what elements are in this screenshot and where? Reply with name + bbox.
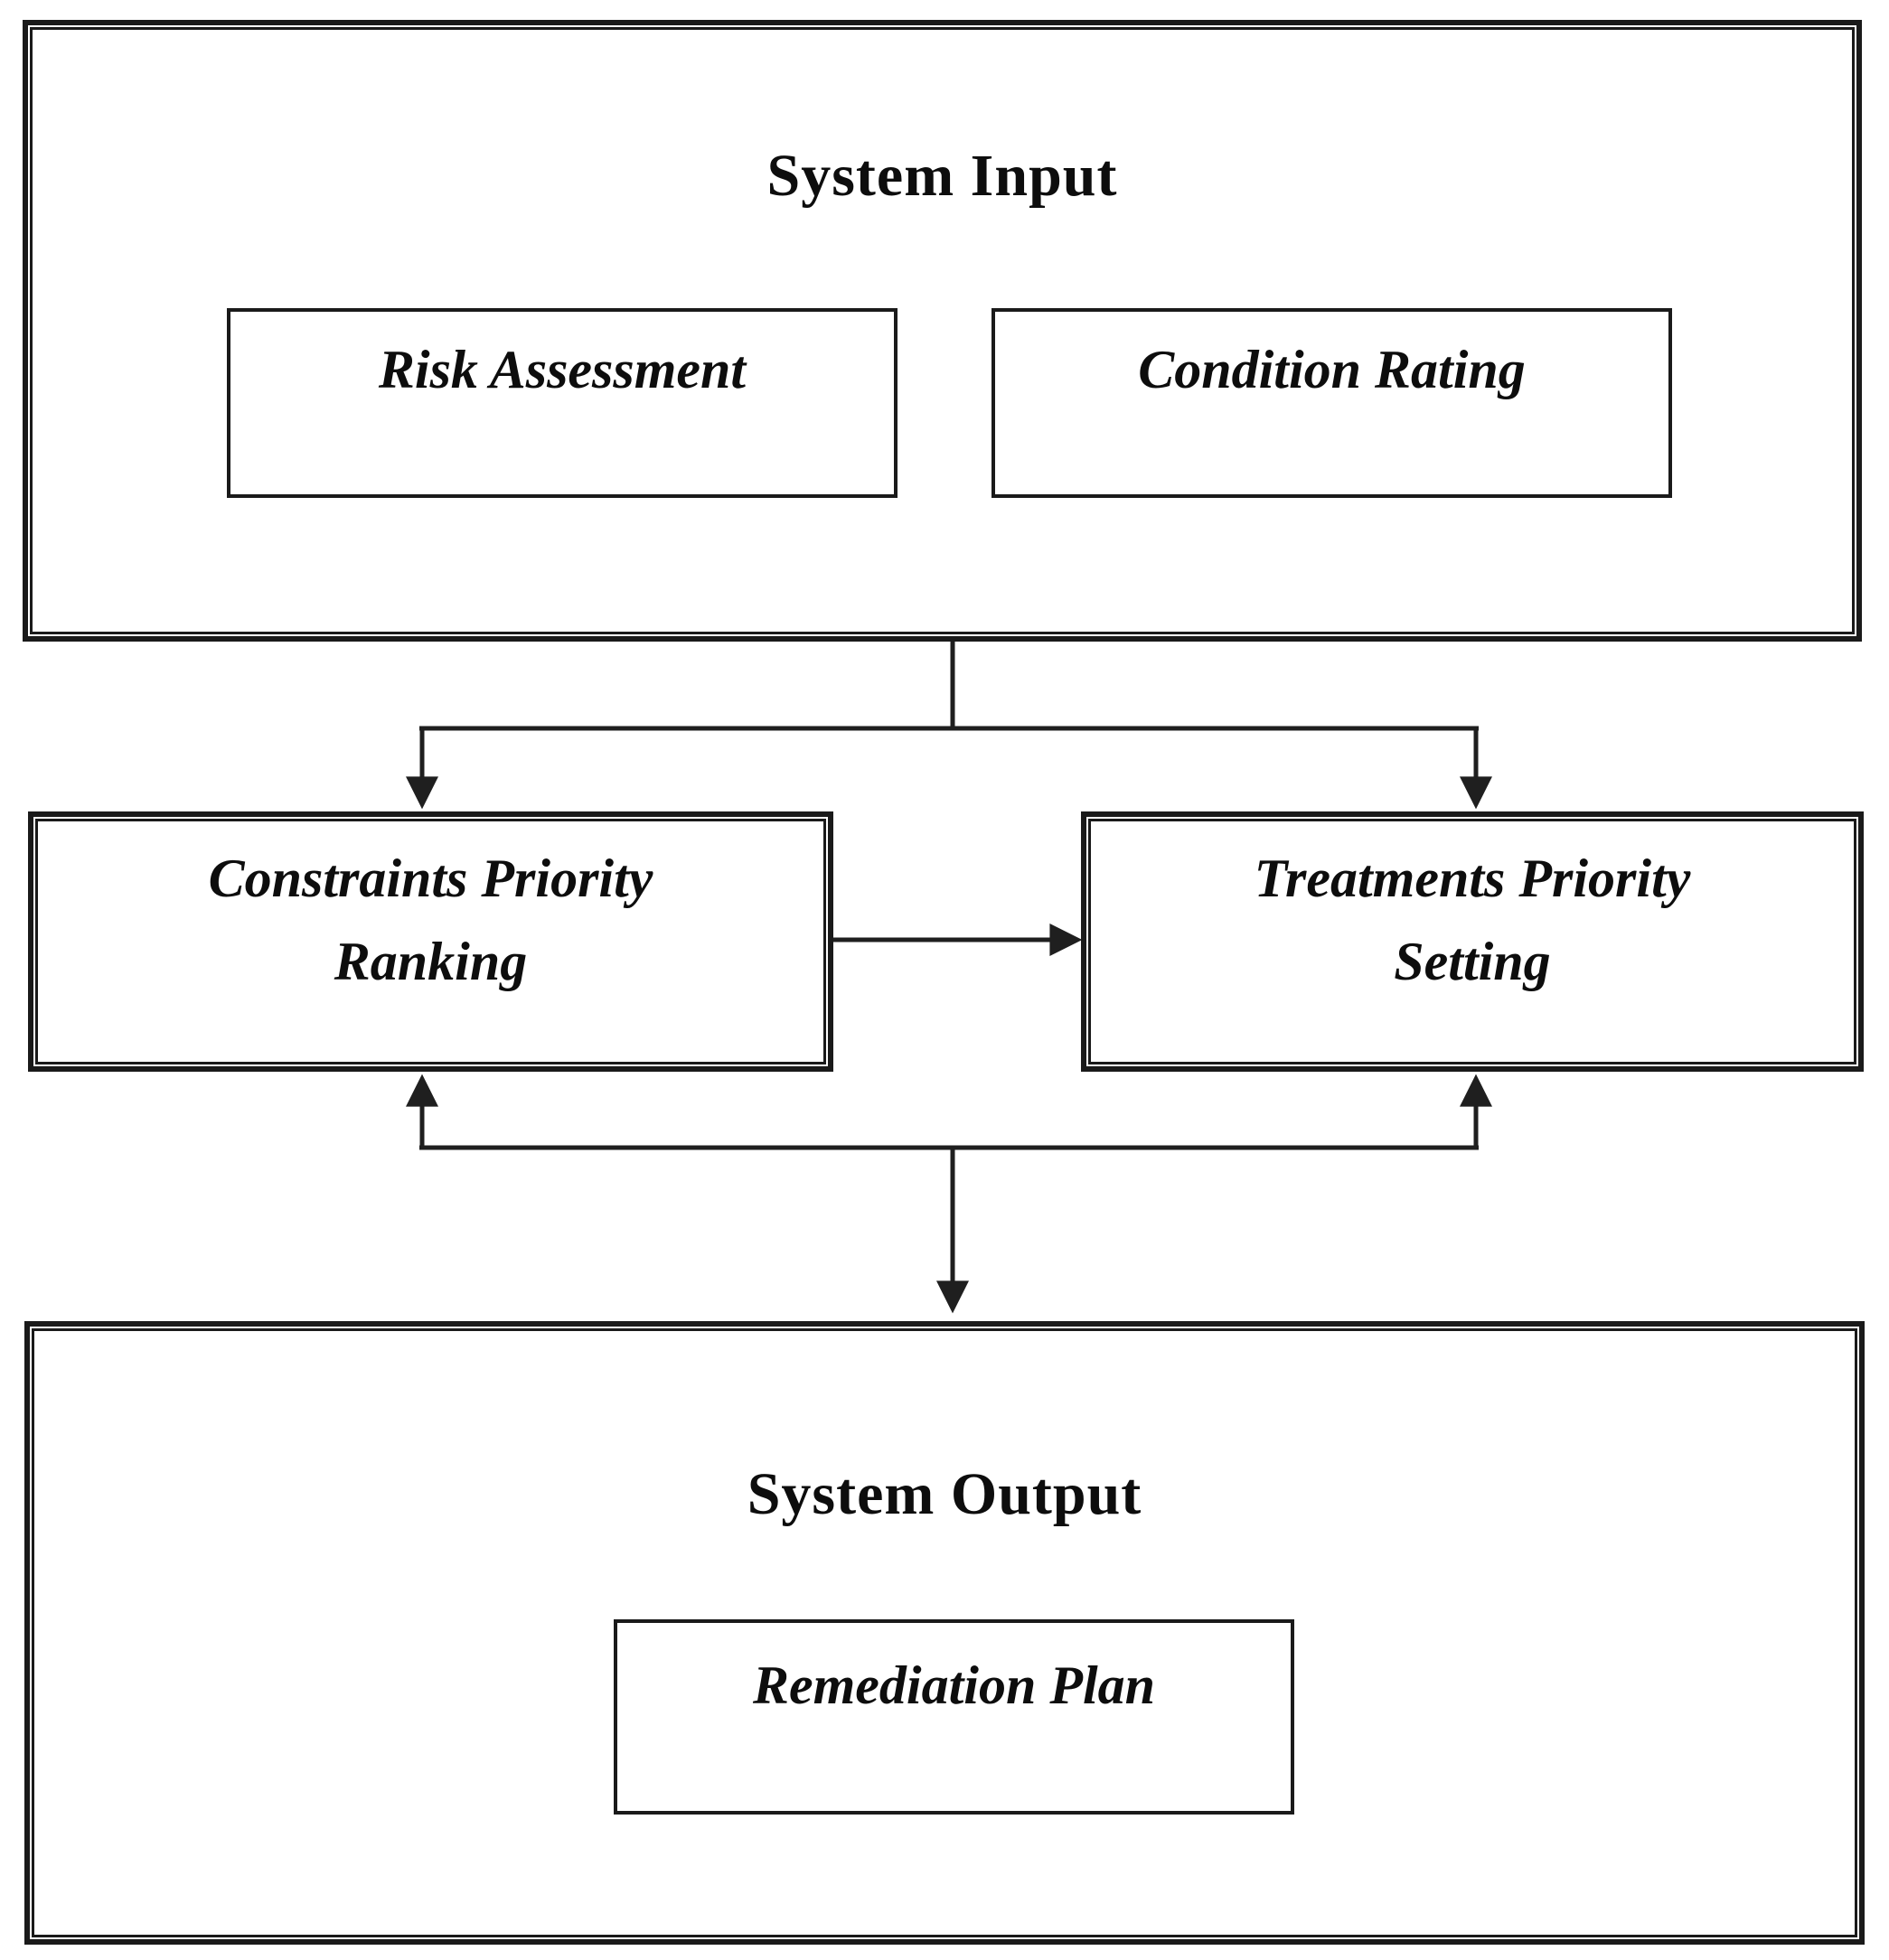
remediation-plan-box: Remediation Plan — [614, 1619, 1294, 1815]
risk-assessment-box: Risk Assessment — [227, 308, 898, 498]
risk-assessment-label: Risk Assessment — [378, 340, 747, 399]
condition-rating-box: Condition Rating — [991, 308, 1672, 498]
treatments-priority-setting-label-line2: Setting — [1394, 932, 1551, 991]
treatments-priority-setting-box: Treatments Priority Setting — [1081, 811, 1864, 1072]
treatments-priority-setting-label-line1: Treatments Priority — [1254, 849, 1691, 908]
system-output-title: System Output — [747, 1461, 1142, 1527]
constraints-priority-ranking-label-line1: Constraints Priority — [208, 849, 653, 908]
condition-rating-label: Condition Rating — [1138, 340, 1526, 399]
system-input-title: System Input — [766, 143, 1118, 209]
remediation-plan-label: Remediation Plan — [752, 1655, 1156, 1715]
system-input-container: System Input Risk Assessment Condition R… — [23, 20, 1862, 642]
system-output-container: System Output Remediation Plan — [24, 1321, 1865, 1945]
constraints-priority-ranking-label-line2: Ranking — [334, 932, 528, 991]
constraints-priority-ranking-box: Constraints Priority Ranking — [28, 811, 833, 1072]
